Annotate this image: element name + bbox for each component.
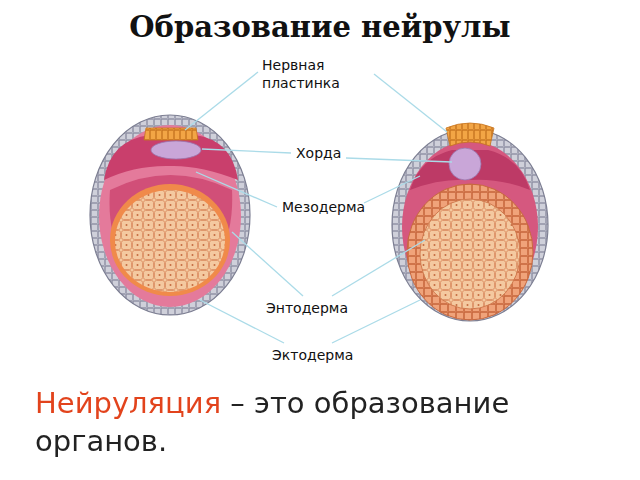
caption-text: Нейруляция – это образование органов. xyxy=(35,384,610,460)
part-label: Эктодерма xyxy=(272,346,372,364)
diagram-title: Образование нейрулы xyxy=(0,10,640,44)
part-label: Мезодерма xyxy=(282,198,382,216)
part-label: Нервная пластинка xyxy=(262,56,372,92)
part-label: Хорда xyxy=(296,144,356,162)
right-embryo xyxy=(392,123,548,321)
left-embryo xyxy=(90,115,250,315)
leader-lines xyxy=(185,72,452,343)
caption-line: Нейруляция – это образование органов. xyxy=(35,386,509,458)
part-label: Энтодерма xyxy=(266,299,366,317)
